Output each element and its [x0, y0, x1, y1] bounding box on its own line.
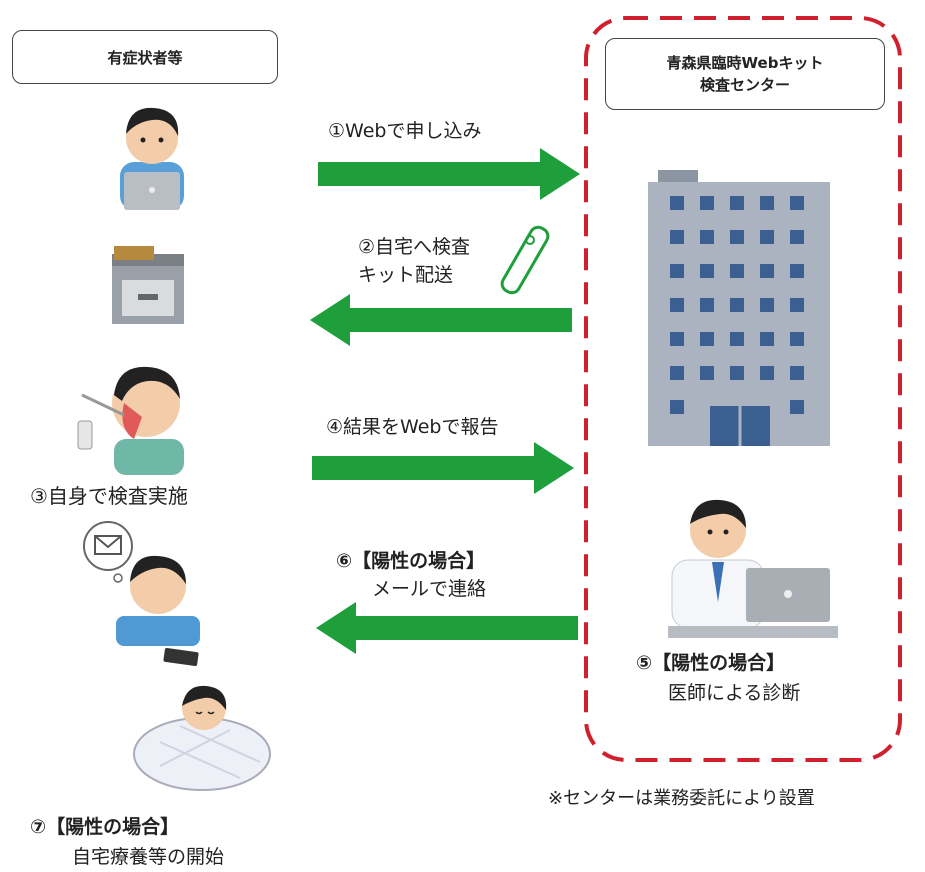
- step-6-label-line2: メールで連絡: [372, 578, 487, 600]
- test-kit-icon: [500, 225, 550, 295]
- step-7-label-line1: ⑦【陽性の場合】: [30, 816, 180, 838]
- arrow-apply-right: [318, 148, 580, 200]
- center-header-box: 青森県臨時Webキット 検査センター: [605, 38, 885, 110]
- step-4-label: ④結果をWebで報告: [326, 416, 499, 438]
- step-1-label: ①Webで申し込み: [328, 120, 482, 142]
- step-5-label-line2: 医師による診断: [668, 682, 801, 704]
- step-7-label-line2: 自宅療養等の開始: [72, 846, 225, 868]
- center-title-line2: 検査センター: [699, 76, 790, 94]
- step-2-label-line2: キット配送: [358, 264, 454, 286]
- mailbox-icon: [112, 246, 184, 324]
- person-with-laptop-icon: [120, 107, 184, 210]
- building-icon: [648, 170, 830, 446]
- person-receiving-mail-icon: [83, 521, 200, 667]
- patients-header-box: 有症状者等: [12, 30, 278, 84]
- arrow-report-right: [312, 442, 574, 494]
- arrow-mail-left: [316, 602, 578, 654]
- step-3-label: ③自身で検査実施: [30, 484, 188, 508]
- patients-header-label: 有症状者等: [107, 48, 183, 67]
- center-title-line1: 青森県臨時Webキット: [666, 54, 824, 72]
- person-resting-icon: [133, 685, 271, 791]
- center-frame: [584, 16, 902, 762]
- person-self-test-icon: [77, 366, 184, 475]
- step-2-label-line1: ②自宅へ検査: [358, 236, 471, 258]
- arrow-delivery-left: [310, 294, 572, 346]
- center-footnote: ※センターは業務委託により設置: [548, 788, 815, 809]
- step-6-label-line1: ⑥【陽性の場合】: [336, 550, 486, 572]
- doctor-with-laptop-icon: [668, 499, 838, 638]
- step-5-label-line1: ⑤【陽性の場合】: [636, 652, 786, 674]
